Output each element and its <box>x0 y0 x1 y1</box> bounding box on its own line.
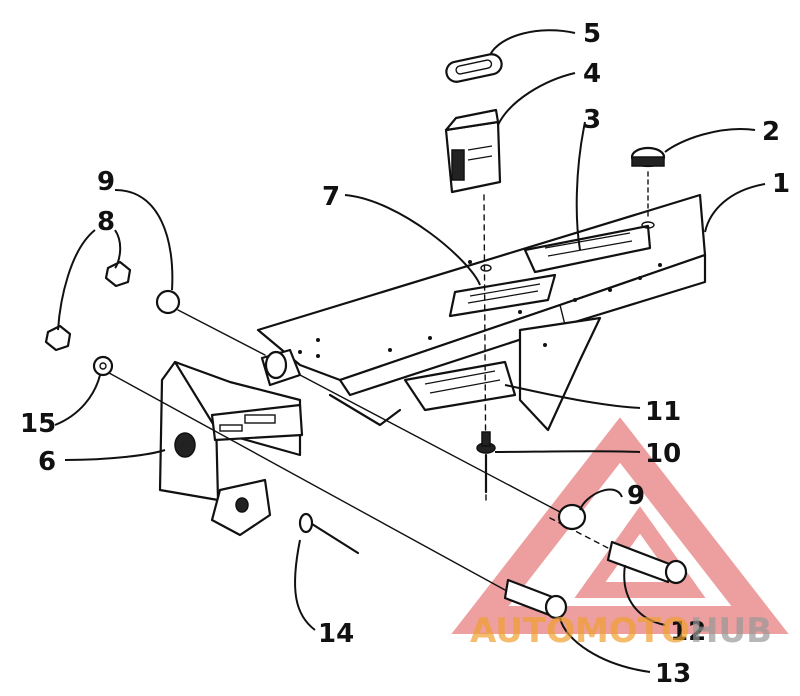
callout-9-lower: 9 <box>627 481 645 511</box>
part-15-washer <box>92 355 114 377</box>
callout-9-upper: 9 <box>97 167 115 197</box>
callout-labels: 5 4 3 2 1 7 9 8 15 6 11 10 9 12 13 14 <box>20 19 790 689</box>
callout-12: 12 <box>670 617 706 647</box>
part-14-bolt <box>210 478 360 555</box>
watermark-text-part2: HUB <box>690 611 772 651</box>
part-9-bushing-lower <box>299 374 587 531</box>
part-13-bolt <box>99 367 568 620</box>
callout-5: 5 <box>583 19 601 49</box>
part-8-nut-upper <box>104 260 132 288</box>
callout-14: 14 <box>318 619 354 649</box>
part-6-plate <box>158 360 304 502</box>
leader-lines <box>54 29 766 673</box>
part-8-nut-lower <box>44 324 72 352</box>
part-10-rivet <box>476 431 496 494</box>
callout-15: 15 <box>20 409 56 439</box>
callout-8: 8 <box>97 207 115 237</box>
callout-11: 11 <box>645 397 681 427</box>
callout-6: 6 <box>38 447 56 477</box>
callout-4: 4 <box>583 59 601 89</box>
watermark-text-part1: AUTOMOTO <box>470 611 690 651</box>
callout-2: 2 <box>762 117 780 147</box>
watermark-text: AUTOMOTO HUB <box>470 611 772 651</box>
chassis-tunnel <box>256 193 707 432</box>
part-2-grommet <box>630 146 666 229</box>
part-4-bracket <box>444 108 502 194</box>
callout-1: 1 <box>772 169 790 199</box>
part-5-clip <box>445 53 503 83</box>
spacer-tube <box>260 348 302 387</box>
callout-7: 7 <box>322 182 340 212</box>
part-12-bolt <box>549 517 688 585</box>
callout-13: 13 <box>655 659 691 689</box>
part-9-bushing-upper <box>155 289 266 356</box>
callout-10: 10 <box>645 439 681 469</box>
callout-3: 3 <box>583 105 601 135</box>
